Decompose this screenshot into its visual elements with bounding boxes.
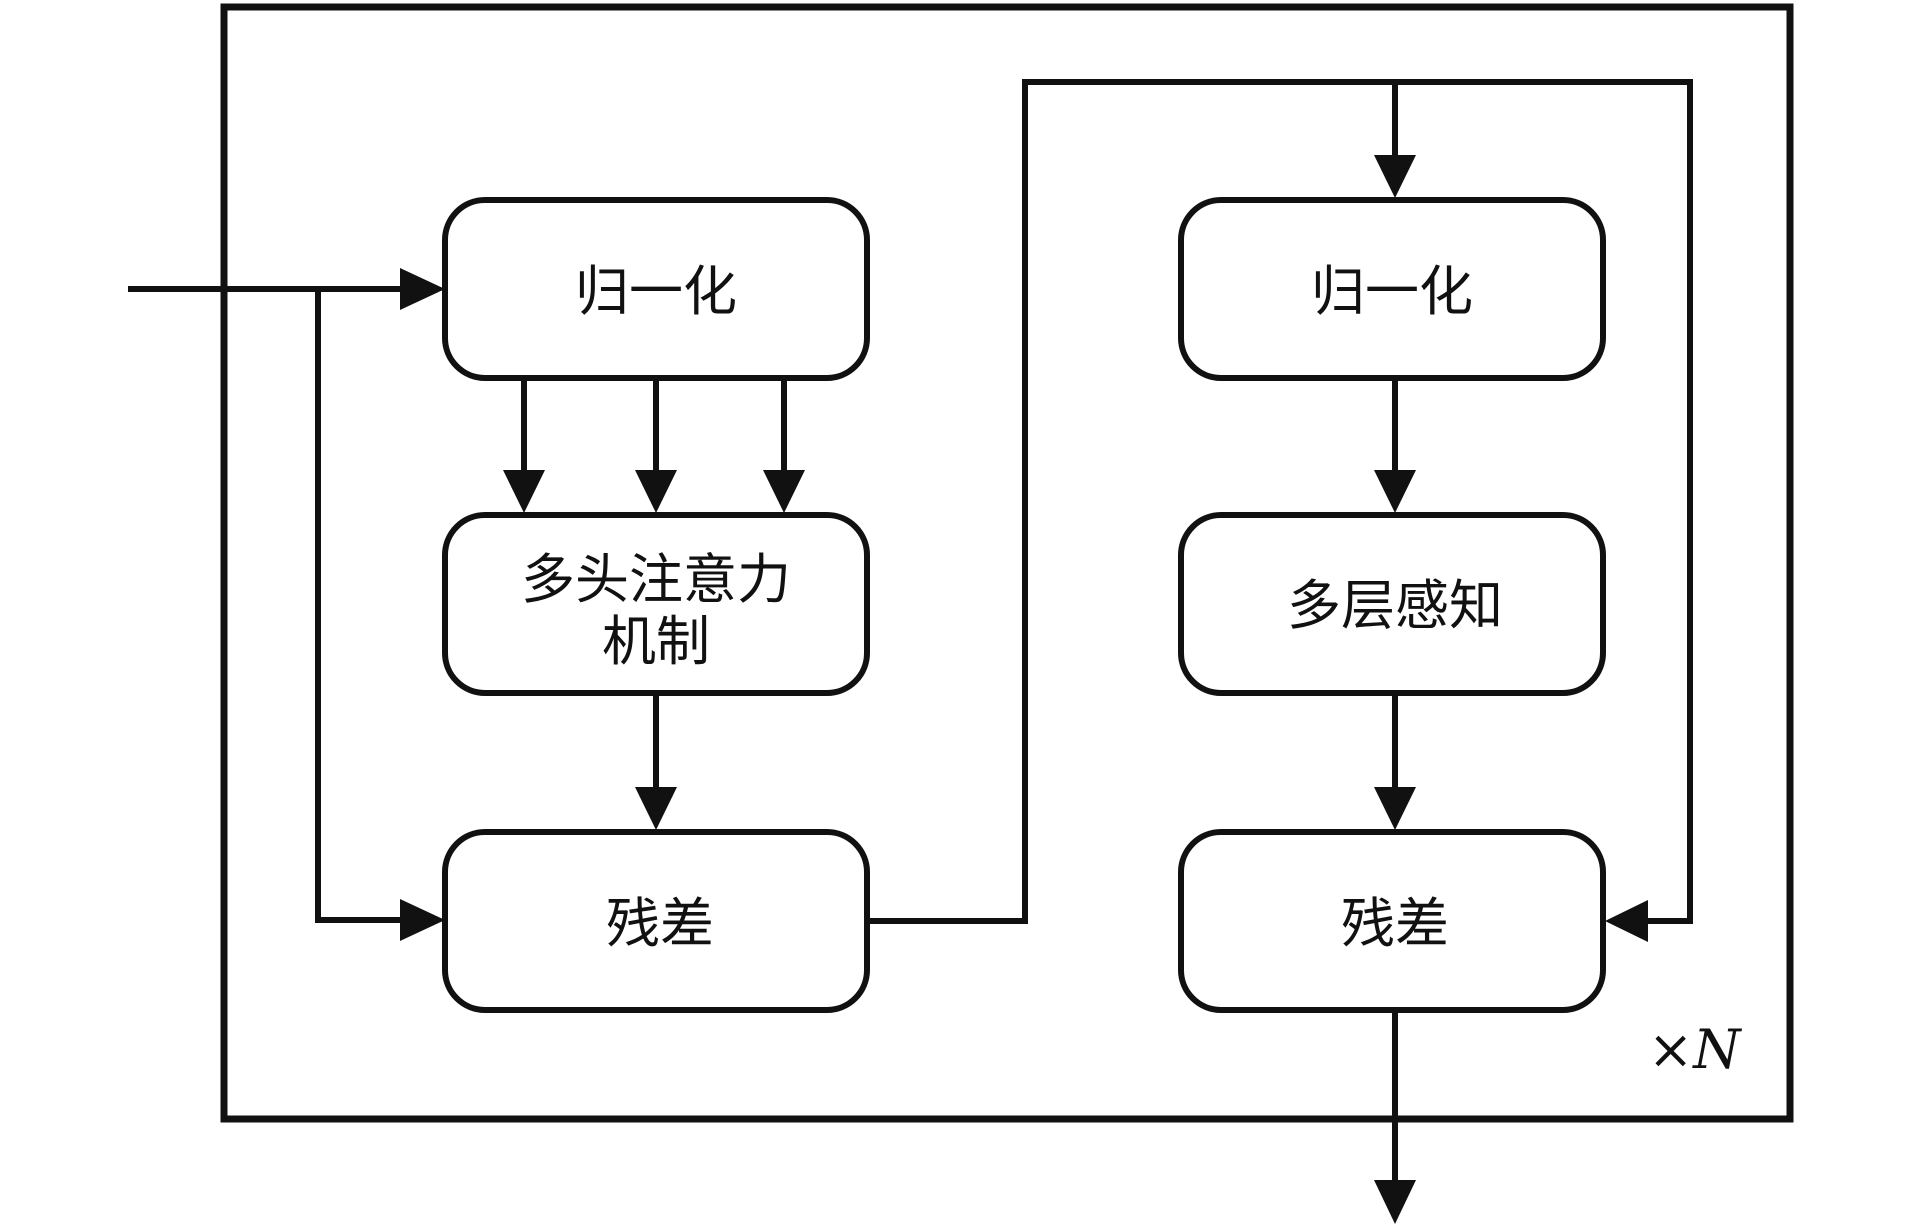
arrowhead-output bbox=[1374, 1180, 1416, 1224]
arrowhead-mlp-to-residual bbox=[1374, 787, 1416, 830]
repeat-symbol: × bbox=[1648, 1018, 1693, 1081]
connectors bbox=[128, 79, 1693, 1183]
arrowhead-qkv-1 bbox=[503, 470, 545, 513]
arrowhead-into-right-norm bbox=[1374, 155, 1416, 198]
arrowhead-qkv-3 bbox=[763, 470, 805, 513]
arrowhead-left-skip bbox=[400, 899, 445, 941]
arrowhead-right-skip bbox=[1605, 900, 1648, 942]
mlp-label: 多层感知 bbox=[1287, 574, 1503, 637]
arrowhead-input bbox=[400, 268, 445, 310]
arrowheads bbox=[400, 155, 1648, 1224]
repeat-label: ×N bbox=[1648, 1018, 1742, 1081]
bridge-line bbox=[866, 79, 1693, 924]
arrowhead-norm-to-mlp bbox=[1374, 470, 1416, 513]
arrowhead-qkv-2 bbox=[635, 470, 677, 513]
left-residual-label: 残差 bbox=[606, 892, 714, 955]
attention-label-line2: 机制 bbox=[602, 610, 710, 673]
right-norm-label: 归一化 bbox=[1311, 260, 1473, 323]
repeat-frame bbox=[220, 3, 1794, 1123]
arrowhead-attention-to-residual bbox=[635, 787, 677, 830]
attention-label-line1: 多头注意力 bbox=[521, 548, 791, 611]
right-residual-label: 残差 bbox=[1341, 892, 1449, 955]
left-norm-label: 归一化 bbox=[575, 260, 737, 323]
repeat-variable: N bbox=[1691, 1018, 1742, 1081]
left-skip-line bbox=[315, 286, 403, 923]
